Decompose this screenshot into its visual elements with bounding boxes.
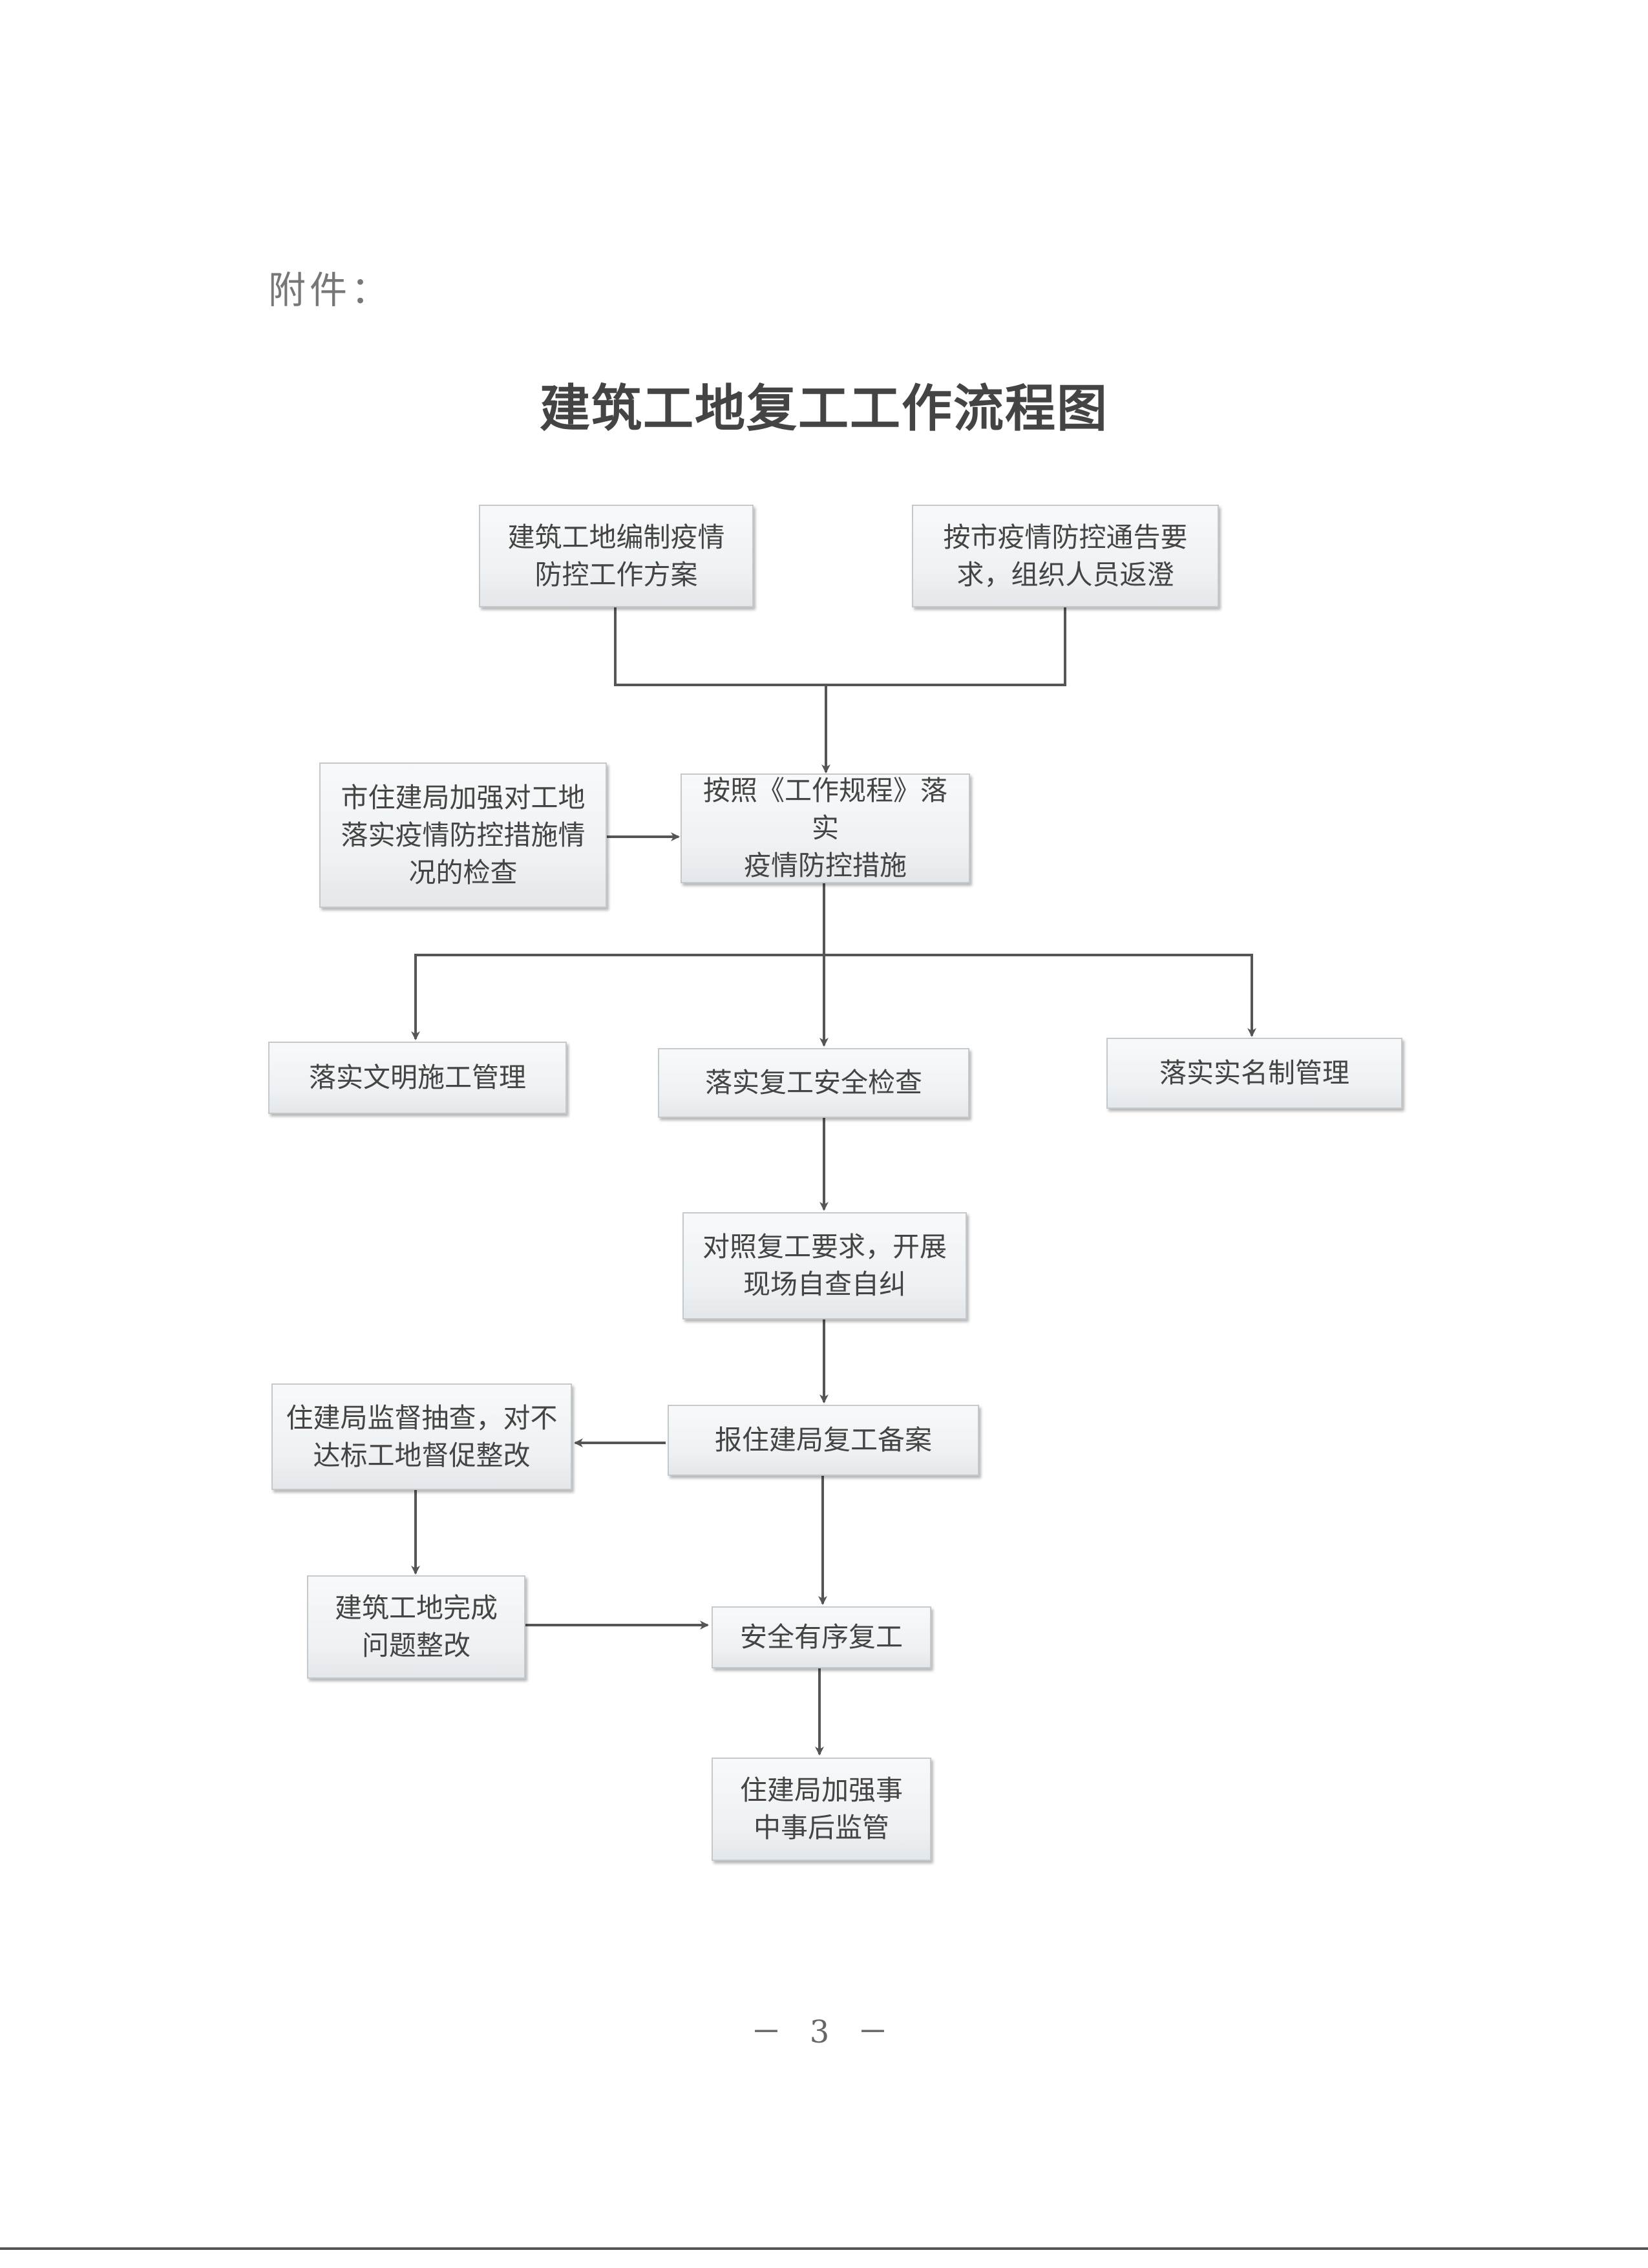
node-supervision-text: 住建局加强事 中事后监管 bbox=[739, 1774, 903, 1843]
node-orderly-resume-text: 安全有序复工 bbox=[739, 1621, 903, 1653]
page-title: 建筑工地复工工作流程图 bbox=[539, 379, 1108, 438]
node-compile-plan-text: 建筑工地编制疫情 防控工作方案 bbox=[507, 521, 725, 591]
connector-split bbox=[414, 954, 1253, 956]
node-civilized-construction: 落实文明施工管理 bbox=[268, 1042, 567, 1114]
node-safety-check: 落实复工安全检查 bbox=[658, 1048, 969, 1118]
node-real-name-text: 落实实名制管理 bbox=[1159, 1057, 1349, 1089]
node-implement-measures: 按照《工作规程》落实 疫情防控措施 bbox=[681, 773, 970, 883]
node-spot-check: 住建局监督抽查，对不 达标工地督促整改 bbox=[271, 1383, 572, 1490]
node-real-name: 落实实名制管理 bbox=[1106, 1038, 1402, 1109]
node-supervision: 住建局加强事 中事后监管 bbox=[712, 1758, 931, 1861]
node-bureau-inspection: 市住建局加强对工地 落实疫情防控措施情 况的检查 bbox=[319, 762, 607, 908]
page-number: － 3 － bbox=[750, 2014, 898, 2050]
node-report-record: 报住建局复工备案 bbox=[668, 1405, 979, 1476]
node-implement-measures-text: 按照《工作规程》落实 疫情防控措施 bbox=[703, 775, 947, 881]
node-rectification: 建筑工地完成 问题整改 bbox=[307, 1575, 525, 1679]
node-self-inspection-text: 对照复工要求，开展 现场自查自纠 bbox=[702, 1231, 947, 1300]
node-compile-plan: 建筑工地编制疫情 防控工作方案 bbox=[479, 505, 754, 607]
node-safety-check-text: 落实复工安全检查 bbox=[704, 1067, 922, 1098]
node-bureau-inspection-text: 市住建局加强对工地 落实疫情防控措施情 况的检查 bbox=[341, 781, 586, 888]
node-organize-return-text: 按市疫情防控通告要 求，组织人员返澄 bbox=[943, 521, 1188, 591]
footer-rule bbox=[0, 2247, 1648, 2250]
node-organize-return: 按市疫情防控通告要 求，组织人员返澄 bbox=[912, 505, 1219, 607]
node-rectification-text: 建筑工地完成 问题整改 bbox=[334, 1592, 498, 1661]
node-report-record-text: 报住建局复工备案 bbox=[714, 1424, 932, 1456]
node-self-inspection: 对照复工要求，开展 现场自查自纠 bbox=[682, 1212, 967, 1319]
node-civilized-construction-text: 落实文明施工管理 bbox=[308, 1062, 526, 1093]
connector-merge-right bbox=[826, 607, 1066, 686]
node-spot-check-text: 住建局监督抽查，对不 达标工地督促整改 bbox=[286, 1402, 558, 1471]
attachment-label: 附件： bbox=[268, 268, 393, 312]
node-orderly-resume: 安全有序复工 bbox=[712, 1606, 931, 1668]
connector-merge-left bbox=[614, 607, 826, 686]
